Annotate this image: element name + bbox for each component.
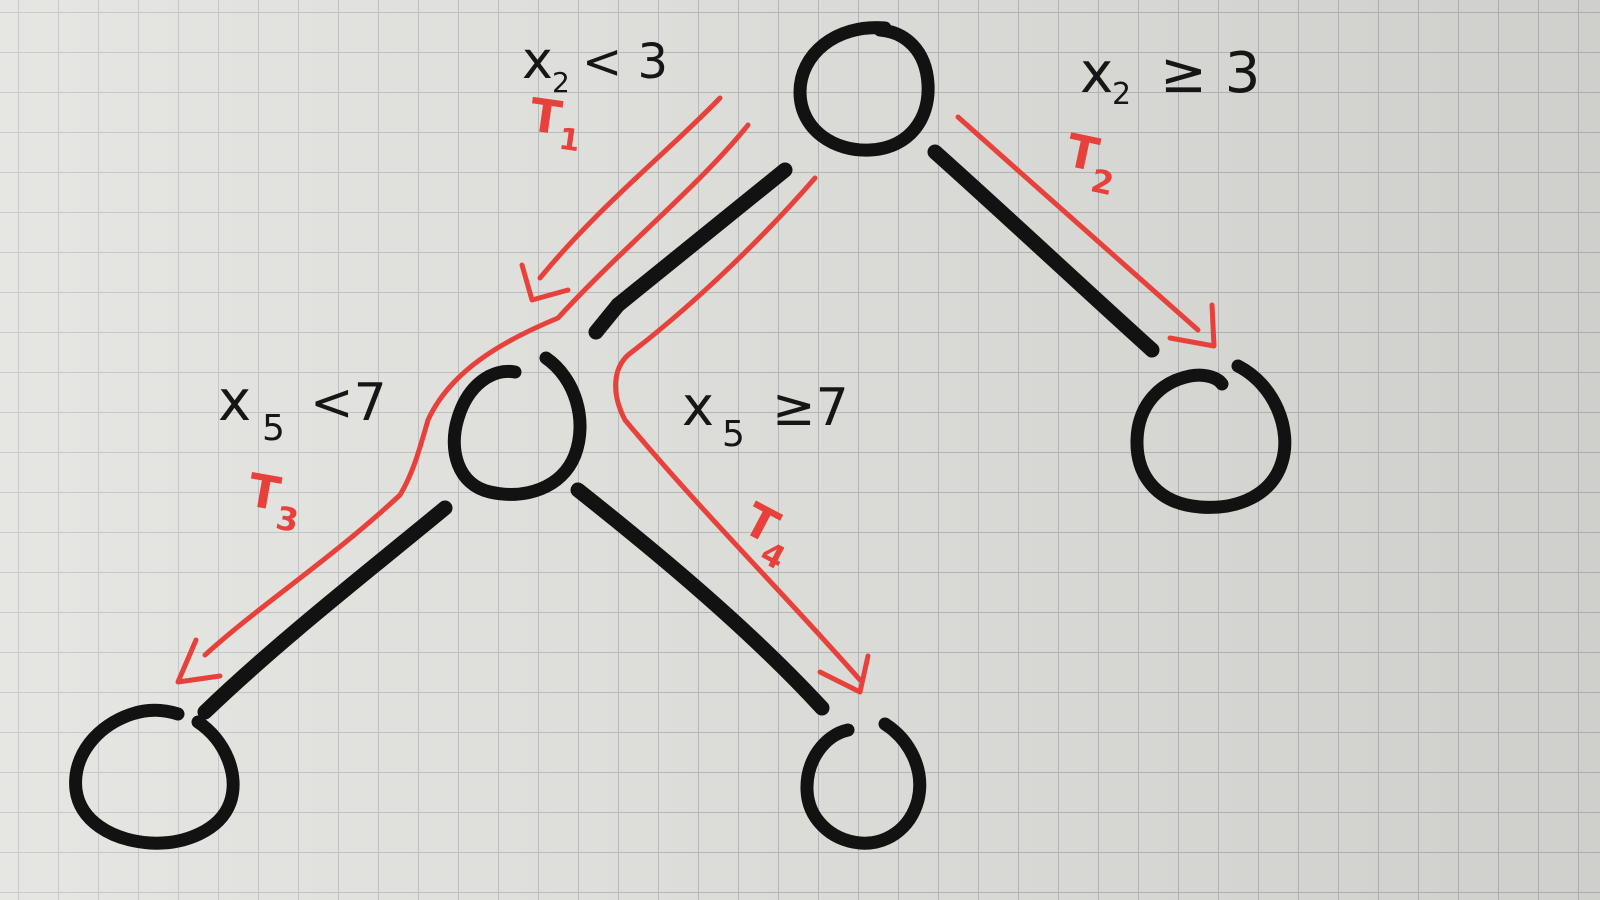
partition-paths — [175, 95, 1217, 695]
arrowhead-t3 — [175, 637, 223, 685]
label-inner-left-sub: 5 — [262, 408, 285, 449]
edge-inner-to-leaf-middle — [570, 482, 830, 716]
arrowhead-t2 — [1167, 302, 1217, 349]
leaf-node-right — [1130, 359, 1292, 514]
leaf-node-left — [69, 703, 240, 850]
label-inner-right-sub: 5 — [722, 414, 745, 455]
label-root-right-sub: 2 — [1112, 77, 1131, 112]
split-labels: x 2 < 3 x 2 ≥ 3 x 5 <7 x 5 ≥7 — [218, 31, 1260, 455]
label-root-right-var: x — [1080, 41, 1113, 106]
label-root-left-var: x — [522, 31, 553, 91]
label-inner-right-var: x — [682, 375, 714, 438]
label-inner-right-op: ≥7 — [772, 378, 849, 438]
edge-inner-to-leaf-left — [197, 500, 453, 720]
inner-node — [447, 351, 587, 501]
label-root-left-op: < 3 — [582, 34, 668, 90]
edge-root-to-inner-lower — [588, 297, 626, 340]
label-root-right-op: ≥ 3 — [1160, 41, 1260, 106]
edge-root-to-inner — [610, 162, 793, 313]
label-inner-left-op: <7 — [310, 373, 387, 433]
root-node — [793, 21, 935, 157]
label-root-left-sub: 2 — [552, 66, 570, 99]
path-t4 — [613, 175, 863, 683]
path-t1-arrow — [537, 95, 723, 281]
arrowhead-t1 — [519, 262, 571, 303]
path-t3 — [202, 122, 751, 658]
leaf-node-middle — [800, 717, 927, 850]
label-inner-left-var: x — [218, 369, 251, 434]
edge-root-to-leaf-right — [927, 144, 1160, 358]
arrowhead-t4 — [817, 653, 871, 695]
region-t1-sub: 1 — [557, 122, 583, 160]
path-t2 — [955, 114, 1201, 333]
tree-structure — [69, 21, 1292, 850]
region-labels: T 1 T 2 T 3 T 4 — [244, 87, 1117, 577]
